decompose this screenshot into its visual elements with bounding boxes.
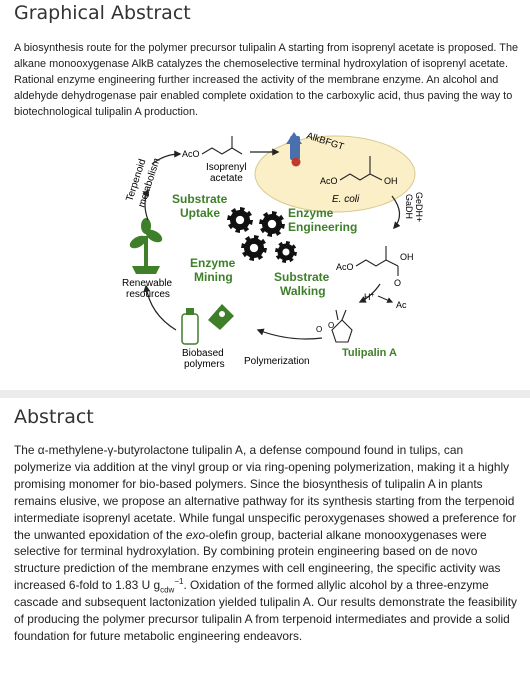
gear-1-hole	[235, 215, 245, 225]
arrow-terpenoid	[151, 150, 182, 165]
polymerization-label: Polymerization	[244, 356, 310, 367]
acid-structure	[355, 246, 399, 276]
arrow-to-acid	[391, 195, 401, 230]
abstract-text-exo: exo	[185, 527, 206, 542]
enzyme-mining-line1: Enzyme	[190, 256, 236, 270]
substrate-walking-line2: Walking	[280, 284, 326, 298]
abstract-text-end: . Oxidation of the formed allylic alcoho…	[14, 578, 518, 643]
gear-4-hole	[282, 248, 290, 256]
aco-label-1: AcO	[182, 149, 200, 159]
oh-label-1: OH	[384, 176, 398, 186]
gears-icon	[227, 207, 297, 263]
oh-label-2: OH	[400, 252, 414, 262]
polymers-label: polymers	[184, 359, 225, 370]
alkbfgt-enzyme-icon	[286, 132, 302, 167]
graphical-abstract-panel: Graphical Abstract A biosynthesis route …	[0, 0, 530, 390]
substrate-uptake-line2: Uptake	[180, 206, 220, 220]
gedh-label: GeDH+	[414, 192, 424, 222]
graphical-abstract-text: A biosynthesis route for the polymer pre…	[14, 42, 519, 118]
unit-subscript: cdw	[160, 585, 175, 595]
gear-2-hole	[267, 219, 277, 229]
graphical-abstract-figure: Terpenoid metabolism AcO Isoprenyl aceta…	[122, 130, 424, 370]
gear-3-hole	[249, 243, 259, 253]
enzyme-engineering-line1: Enzyme	[288, 206, 334, 220]
o-carbonyl-label: O	[316, 325, 322, 334]
isoprenyl-label: Isoprenyl	[206, 162, 247, 173]
enzyme-engineering-line2: Engineering	[288, 220, 357, 234]
abstract-heading: Abstract	[14, 406, 94, 428]
substrate-walking-line1: Substrate	[274, 270, 330, 284]
bag-icon	[208, 304, 234, 330]
alcohol-structure	[339, 156, 383, 181]
gadh-label: GaDH	[404, 194, 414, 219]
isoprenyl-structure	[201, 136, 243, 155]
substrate-uptake-line1: Substrate	[172, 192, 228, 206]
graphical-abstract-heading: Graphical Abstract	[14, 2, 191, 24]
abstract-text-mid: -olefin group, bacterial alkane monooxyg…	[14, 527, 501, 593]
arrow-lactonization	[358, 283, 381, 303]
arrow-polymerization	[256, 328, 323, 340]
plant-icon	[129, 218, 163, 274]
o-label: O	[394, 278, 401, 288]
abstract-text-main: The α-methylene-γ-butyrolactone tulipali…	[14, 443, 517, 542]
acetate-label: acetate	[210, 173, 243, 184]
enzyme-mining-line2: Mining	[194, 270, 233, 284]
unit-superscript: −1	[174, 577, 184, 587]
arrow-ac	[377, 295, 394, 303]
tulipalin-structure	[331, 309, 353, 343]
resources-label: resources	[126, 289, 170, 300]
o-ring-label: O	[328, 321, 334, 330]
abstract-panel: Abstract The α-methylene-γ-butyrolactone…	[0, 398, 530, 680]
arrow-to-resources	[143, 284, 177, 331]
arrow-to-terpenoid	[142, 188, 150, 221]
bottle-icon	[181, 308, 199, 345]
aco-label-2: AcO	[320, 176, 338, 186]
aco-label-3: AcO	[336, 262, 354, 272]
abstract-text: The α-methylene-γ-butyrolactone tulipali…	[14, 442, 522, 645]
biobased-label: Biobased	[182, 348, 224, 359]
tulipalin-label: Tulipalin A	[342, 347, 397, 359]
renewable-label: Renewable	[122, 278, 172, 289]
ecoli-label: E. coli	[332, 194, 360, 205]
ac-label: Ac	[396, 300, 407, 310]
h-plus-label: H+	[364, 292, 375, 302]
